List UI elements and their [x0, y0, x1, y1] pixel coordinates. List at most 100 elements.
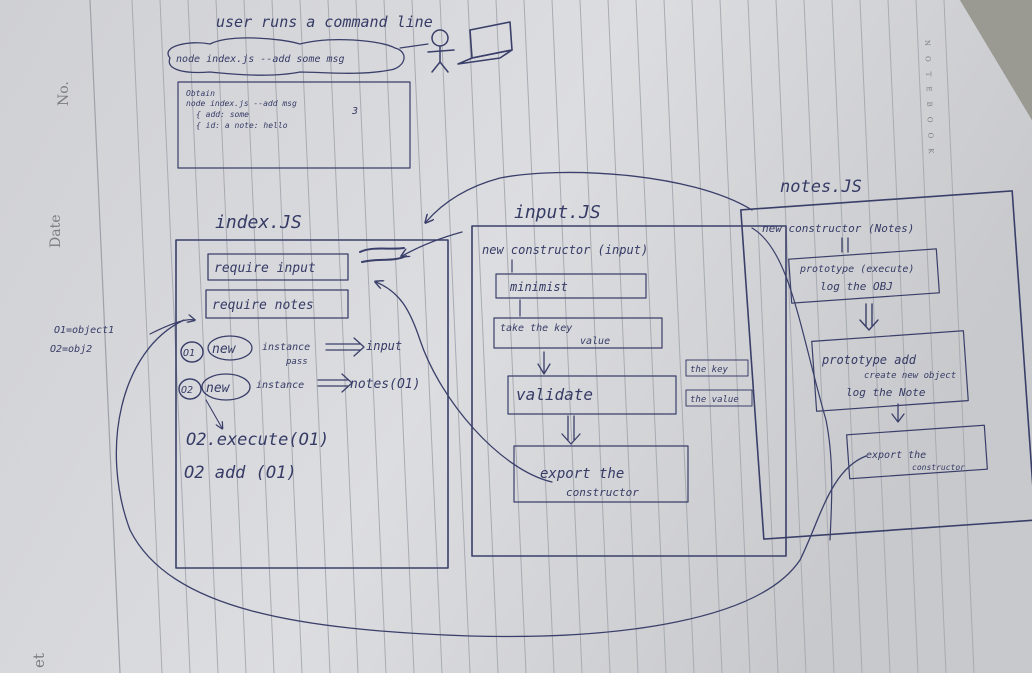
side-value-label: the value [690, 395, 739, 405]
require-notes-box [205, 289, 349, 319]
input-to-index-arrow [402, 231, 463, 256]
ruled-line [915, 0, 947, 673]
notes-export-label: export the [866, 450, 926, 461]
new-instance-1-text: instance [262, 342, 310, 353]
proto-execute-box [788, 248, 940, 304]
input-js-title: input.JS [514, 202, 601, 223]
notes-down-3 [891, 403, 905, 423]
circle-o1 [180, 341, 204, 363]
paper-right-edge [960, 0, 1032, 120]
instance-down-arrow [205, 399, 222, 428]
ruled-line [327, 0, 359, 673]
margin-no-label: No. [56, 81, 72, 106]
instance-1-pass: pass [285, 357, 308, 367]
user-stick-figure [427, 29, 455, 73]
margin-date-label: Date [48, 215, 64, 248]
speech-tail [399, 43, 429, 49]
ruled-line [803, 0, 835, 673]
ruled-line [495, 0, 527, 673]
margin-corner-label: et [30, 653, 48, 668]
margin-line [89, 0, 121, 673]
input-export-box [513, 445, 689, 503]
minimist-label: minimist [509, 280, 568, 294]
ruled-line [355, 0, 387, 673]
ruled-line [943, 0, 975, 673]
instance-2-target: notes(O1) [350, 377, 420, 392]
ruled-line [271, 0, 303, 673]
ruled-line [467, 0, 499, 673]
instance-1-target: input [366, 339, 402, 353]
ruled-line [831, 0, 863, 673]
ruled-line [775, 0, 807, 673]
new-instance-2-label: new [206, 381, 231, 396]
input-export-label: export the [540, 466, 624, 482]
circle-o2-label: O2 [181, 385, 193, 396]
notes-js-title: notes.JS [780, 177, 862, 197]
require-input-label: require input [214, 261, 316, 276]
instance-2-arrow [317, 373, 353, 393]
ruled-line [131, 0, 163, 673]
ruled-line [299, 0, 331, 673]
line-add: O2 add (O1) [184, 463, 297, 483]
ruled-line [383, 0, 415, 673]
validate-label: validate [516, 385, 593, 404]
side-note-arrow [149, 320, 194, 335]
notes-constructor: new constructor (Notes) [762, 222, 914, 235]
ruled-line [719, 0, 751, 673]
output-line-1: Obtain [186, 89, 215, 98]
minimist-box [495, 273, 647, 299]
proto-execute-label-2: log the OBJ [820, 280, 893, 293]
input-down-3 [537, 351, 551, 375]
notes-down-2 [859, 303, 879, 331]
input-js-frame [471, 225, 787, 557]
output-line-2: node index.js --add msg [186, 99, 297, 108]
ruled-line [607, 0, 639, 673]
instance-1-arrow [325, 337, 365, 357]
proto-add-label-3: log the Note [846, 386, 926, 399]
ruled-line [187, 0, 219, 673]
require-notes-label: require notes [212, 298, 314, 313]
export-loop-curve-input [376, 282, 553, 483]
side-key-label: the key [690, 365, 729, 375]
ruled-line [411, 0, 443, 673]
validate-box [507, 375, 677, 415]
ruled-line [747, 0, 779, 673]
line-execute: O2.execute(O1) [186, 430, 329, 450]
notes-side-loop [751, 227, 833, 541]
input-down-4 [561, 415, 581, 445]
ruled-lines [131, 0, 975, 673]
notes-to-index-arrow [426, 171, 753, 222]
ruled-line [439, 0, 471, 673]
notes-js-box: notes.JS new constructor (Notes) prototy… [740, 177, 1032, 540]
input-constructor: new constructor (input) [482, 243, 648, 257]
notes-down-1 [841, 237, 849, 253]
notes-export-box [846, 424, 988, 480]
ruled-line [579, 0, 611, 673]
take-key-box [493, 317, 663, 349]
new-instance-1-oval [207, 335, 253, 361]
index-js-box: index.JS require input require notes O1 … [50, 212, 449, 569]
index-js-frame [175, 239, 449, 569]
output-line-4: { id: a note: hello [196, 121, 288, 130]
proto-add-label-2: create new object [864, 371, 956, 381]
circle-o2 [178, 378, 202, 400]
side-value-box [685, 389, 753, 407]
new-instance-2-oval [201, 373, 251, 401]
output-line-3: { add: some [196, 110, 249, 119]
take-value-label: value [580, 336, 610, 347]
input-export-label-2: constructor [566, 486, 639, 499]
side-note-o2: O2=obj2 [50, 344, 92, 355]
proto-execute-label: prototype (execute) [799, 264, 914, 275]
laptop-icon [457, 21, 513, 65]
terminal-output-box [177, 81, 411, 169]
ruled-line [887, 0, 919, 673]
new-instance-2-text: instance [256, 380, 304, 391]
take-key-label: take the key [500, 323, 572, 334]
export-loop-curve-notes [115, 319, 867, 638]
output-number: 3 [351, 106, 358, 117]
ruled-line [523, 0, 555, 673]
command-bubble-text: node index.js --add some msg [176, 54, 345, 65]
ruled-line [691, 0, 723, 673]
